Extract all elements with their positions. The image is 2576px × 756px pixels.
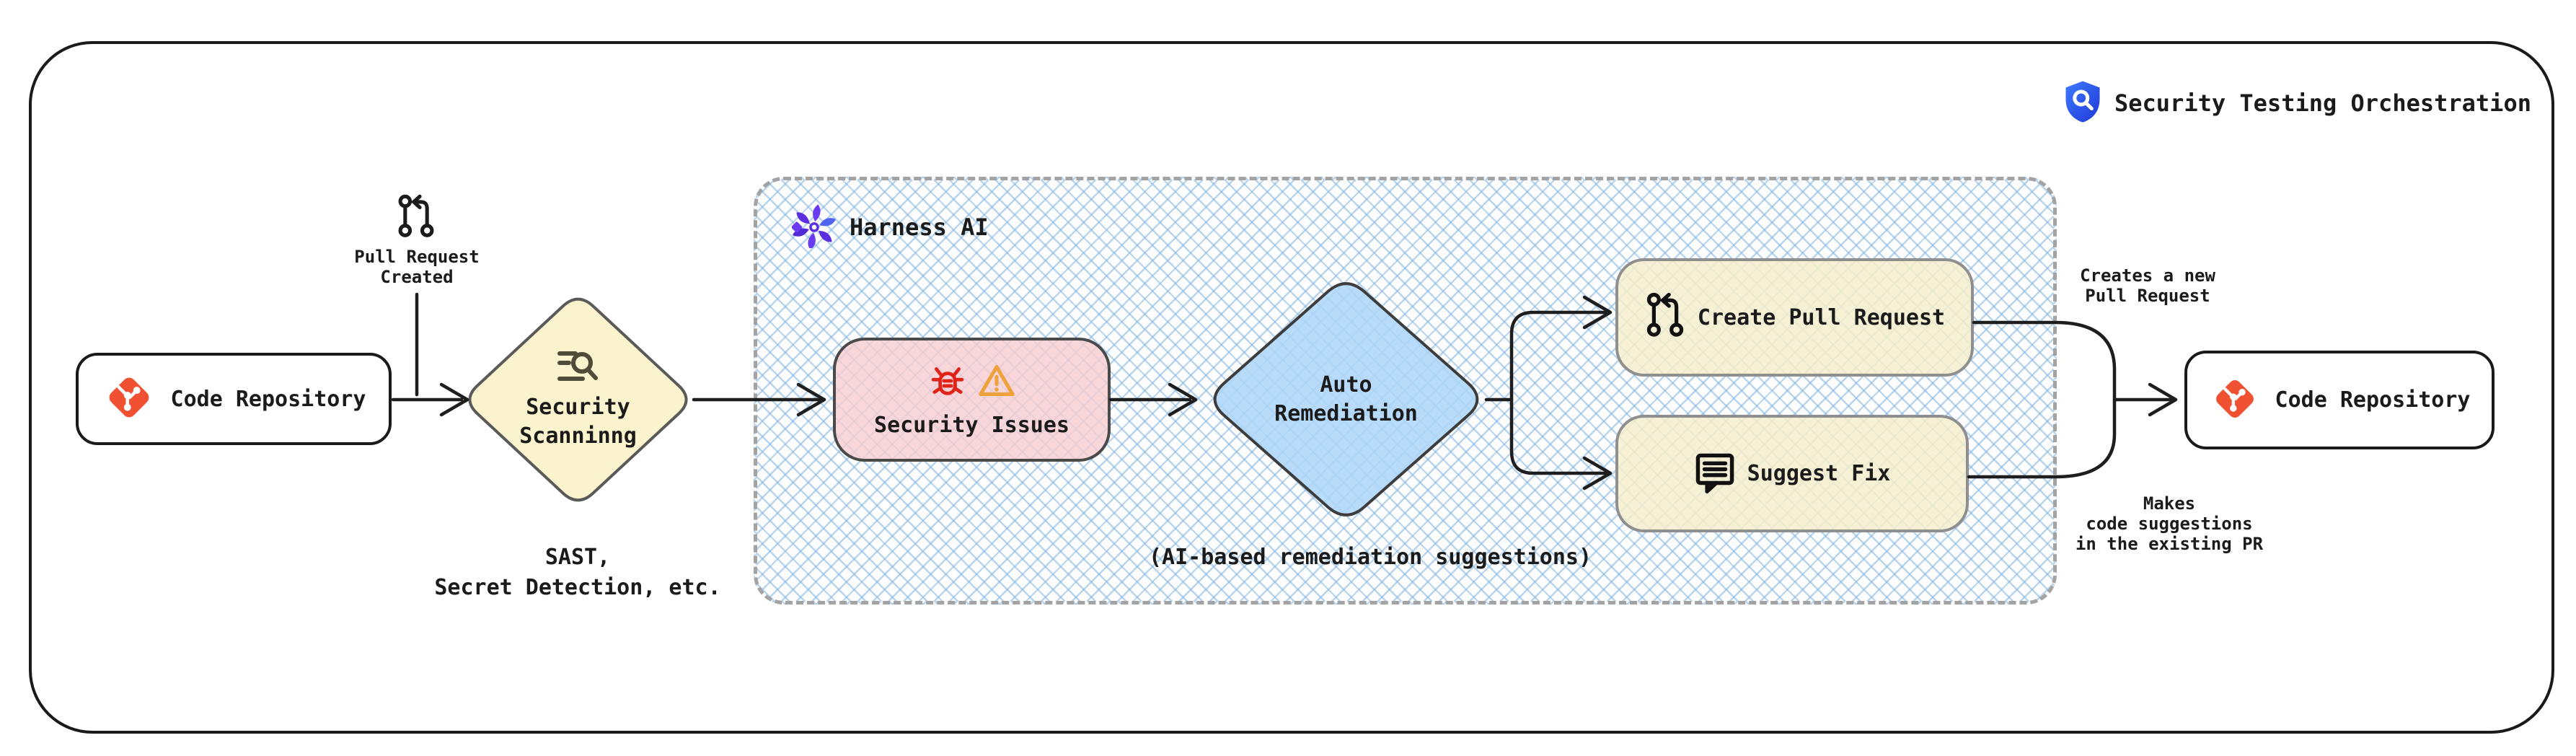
annotation-makes-suggestions: Makes code suggestions in the existing P… (2076, 493, 2263, 554)
git-icon (102, 370, 156, 428)
annotation-line: Pull Request (2085, 286, 2210, 306)
annotation-line: Secret Detection, etc. (434, 575, 721, 600)
annotation-line: in the existing PR (2075, 534, 2264, 554)
bug-icon (929, 362, 966, 403)
node-auto-remediation: Auto Remediation (1206, 276, 1486, 523)
security-scanning-label: Security Scanninng (519, 395, 637, 449)
node-code-repository-right: Code Repository (2184, 351, 2495, 449)
security-issues-icons (929, 362, 1015, 403)
annotation-pull-request-created: Pull Request Created (354, 247, 479, 287)
annotation-creates-new-pr: Creates a new Pull Request (2080, 265, 2215, 306)
harness-ai-flower-icon (791, 203, 837, 251)
annotation-line: SAST, (544, 545, 611, 570)
comment-lines-icon (1694, 451, 1736, 497)
page-title-group: Security Testing Orchestration (2063, 79, 2531, 127)
pull-request-icon (1644, 292, 1686, 343)
code-repository-left-label: Code Repository (170, 386, 366, 412)
git-icon (2209, 373, 2261, 428)
code-repository-right-label: Code Repository (2275, 387, 2471, 413)
node-security-issues: Security Issues (833, 338, 1111, 462)
annotation-line: Creates a new (2080, 265, 2215, 286)
security-issues-label: Security Issues (874, 412, 1069, 438)
node-suggest-fix: Suggest Fix (1615, 415, 1969, 532)
annotation-line: Makes (2143, 493, 2196, 514)
shield-search-icon (2063, 79, 2103, 127)
annotation-sast: SAST, Secret Detection, etc. (434, 542, 720, 603)
pull-request-icon (397, 193, 436, 244)
harness-ai-header: Harness AI (791, 203, 989, 251)
annotation-line: Pull Request (354, 247, 480, 267)
suggest-fix-label: Suggest Fix (1747, 461, 1891, 486)
node-security-scanning: Security Scanninng (462, 292, 694, 507)
auto-remediation-label: Auto Remediation (1274, 372, 1418, 426)
annotation-line: Created (380, 267, 454, 287)
page-title: Security Testing Orchestration (2114, 89, 2531, 117)
annotation-line: code suggestions (2086, 514, 2253, 534)
harness-caption: (AI-based remediation suggestions) (1148, 545, 1592, 570)
warning-triangle-icon (978, 364, 1015, 401)
scan-search-icon (557, 348, 600, 387)
create-pull-request-label: Create Pull Request (1697, 304, 1946, 330)
outer-frame (29, 41, 2554, 734)
node-create-pull-request: Create Pull Request (1615, 258, 1974, 377)
harness-ai-label: Harness AI (850, 214, 989, 241)
node-code-repository-left: Code Repository (76, 353, 392, 445)
